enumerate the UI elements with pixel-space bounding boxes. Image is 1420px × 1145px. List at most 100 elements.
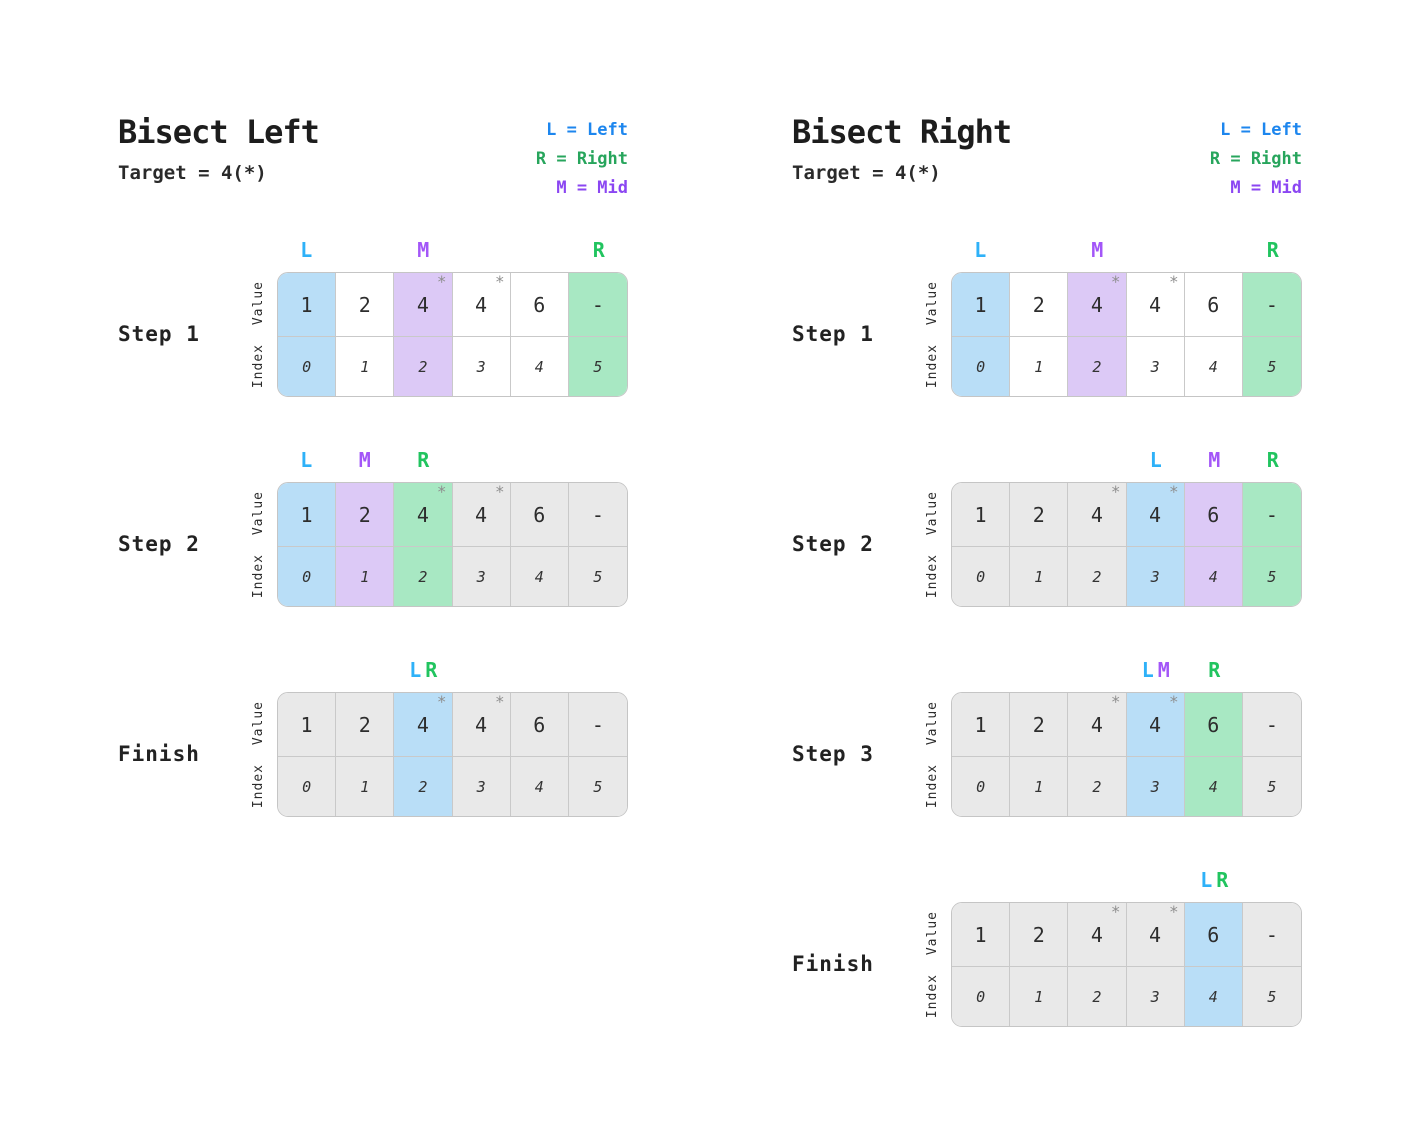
value-text: 6 [1207, 712, 1220, 737]
value-cell: 6 [510, 693, 569, 757]
pointer-letter-l: L [300, 238, 313, 262]
target-star-icon: * [1110, 902, 1121, 921]
index-text: 4 [1208, 777, 1218, 796]
index-cell: 2 [394, 757, 453, 816]
value-cell: 2 [1010, 693, 1069, 757]
marker-slot [277, 658, 336, 682]
index-cell: 4 [1184, 547, 1243, 606]
value-row-label: Value [241, 482, 275, 545]
value-cell: 4* [394, 483, 453, 547]
value-text: 1 [974, 502, 987, 527]
value-cell: 6 [510, 483, 569, 547]
index-text: 2 [1092, 987, 1102, 1006]
value-cell: 4* [452, 273, 511, 337]
index-text: 0 [302, 777, 312, 796]
index-text: 4 [534, 567, 544, 586]
index-cell: 2 [1068, 967, 1127, 1026]
value-cell: 4* [1068, 692, 1127, 757]
target-star-icon: * [436, 272, 447, 291]
target-star-icon: * [436, 692, 447, 711]
index-row-label-text: Index [250, 553, 266, 598]
target-star-icon: * [1110, 692, 1121, 711]
index-text: 2 [418, 777, 428, 796]
value-cell: 1 [952, 273, 1011, 337]
value-cell: - [1242, 693, 1301, 757]
target-star-icon: * [495, 692, 505, 711]
value-text: 4 [1090, 292, 1103, 317]
step-label: Step 1 [118, 322, 200, 346]
index-text: 3 [1150, 777, 1160, 796]
value-row-label-text: Value [250, 491, 266, 536]
index-cell: 0 [952, 757, 1011, 816]
legend-item: L = Left [1220, 120, 1302, 140]
step-label: Step 1 [792, 322, 874, 346]
pointer-letter-r: R [1216, 868, 1229, 892]
legend-item: L = Left [546, 120, 628, 140]
target-star-icon: * [1169, 272, 1179, 291]
value-cell: 1 [278, 483, 337, 547]
value-text: 4 [475, 712, 488, 737]
marker-slot: L [1127, 448, 1186, 472]
value-text: - [1265, 712, 1278, 737]
legend-item: M = Mid [1230, 178, 1302, 198]
value-cell: 4* [452, 483, 511, 547]
index-row-label: Index [241, 755, 275, 818]
value-row-label-text: Value [250, 281, 266, 326]
value-text: 2 [358, 712, 371, 737]
value-cell: 6 [1184, 483, 1243, 547]
marker-slot [1010, 238, 1069, 262]
index-row-label: Index [241, 545, 275, 608]
pointer-letter-l: L [974, 238, 987, 262]
index-cell: 2 [1068, 757, 1127, 816]
index-text: 5 [593, 777, 603, 796]
pointer-letter-r: R [1266, 448, 1279, 472]
value-cell: 1 [278, 273, 337, 337]
value-text: 2 [358, 292, 371, 317]
index-text: 5 [593, 357, 603, 376]
value-text: 2 [1032, 502, 1045, 527]
marker-slot: M [1068, 238, 1127, 262]
marker-slot [1185, 238, 1244, 262]
index-row-label-text: Index [924, 763, 940, 808]
value-cell: 1 [952, 483, 1011, 547]
index-cell: 0 [278, 757, 337, 816]
index-cell: 3 [452, 547, 511, 606]
marker-slot [1010, 448, 1069, 472]
marker-slot [951, 658, 1010, 682]
index-cell: 3 [452, 337, 511, 396]
index-text: 4 [534, 777, 544, 796]
index-text: 5 [1267, 357, 1277, 376]
index-cell: 5 [568, 757, 627, 816]
pointer-letter-l: L [1200, 868, 1213, 892]
index-cell: 4 [510, 757, 569, 816]
index-cell: 3 [1126, 757, 1185, 816]
value-text: 6 [1207, 922, 1220, 947]
step-label: Step 3 [792, 742, 874, 766]
index-text: 0 [302, 357, 312, 376]
value-cell: 2 [1010, 273, 1069, 337]
value-text: - [1265, 922, 1278, 947]
index-cell: 0 [952, 967, 1011, 1026]
marker-slot: M [1185, 448, 1244, 472]
index-text: 2 [1092, 357, 1102, 376]
marker-slot: L [277, 448, 336, 472]
marker-slot: R [394, 448, 453, 472]
value-text: 1 [300, 712, 313, 737]
index-cell: 2 [394, 337, 453, 396]
marker-slot [511, 238, 570, 262]
index-cell: 1 [336, 547, 395, 606]
value-text: 2 [1032, 712, 1045, 737]
marker-slot [1244, 868, 1303, 892]
marker-slot: R [1244, 448, 1303, 472]
value-text: 4 [1149, 292, 1162, 317]
